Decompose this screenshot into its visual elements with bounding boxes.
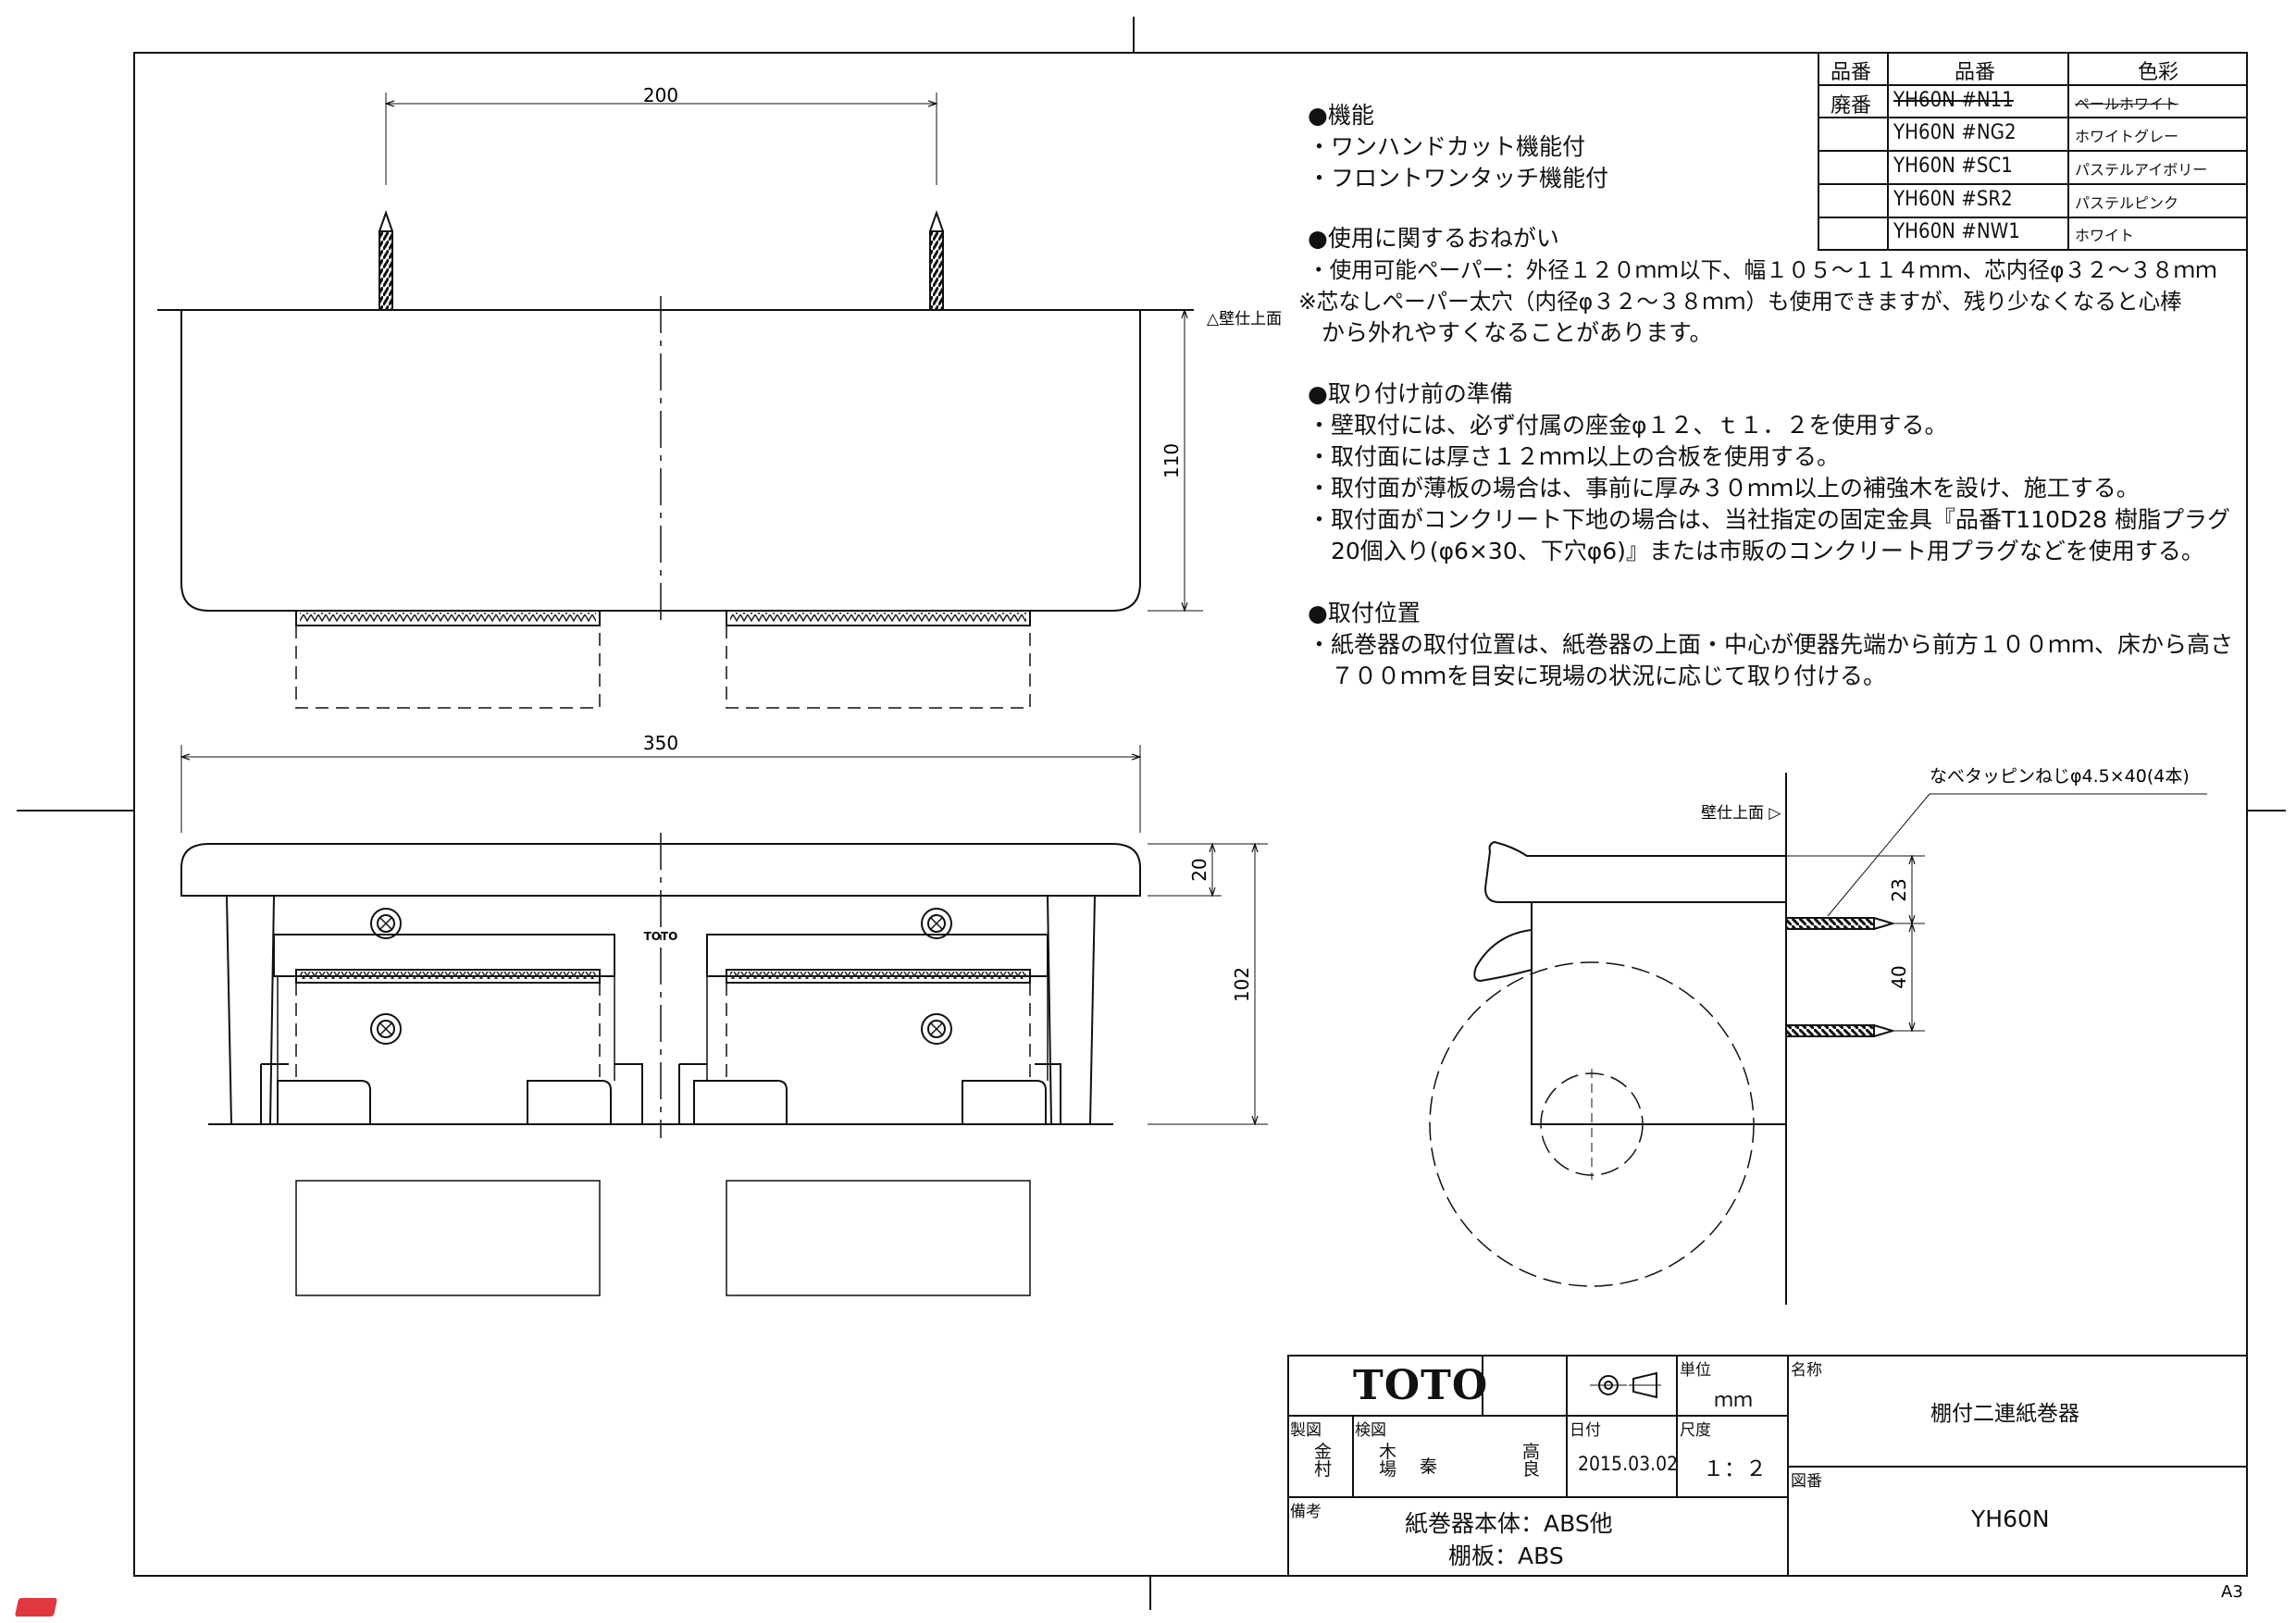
prep-item: 20個入り(φ6×30、下穴φ6)』または市販のコンクリート用プラグなどを使用す… <box>1308 538 2204 564</box>
brand-logo: TOTO <box>1353 1362 1489 1409</box>
unit-value: ｍｍ <box>1714 1389 1753 1411</box>
front-view <box>180 745 1268 1296</box>
table-header-status: 品番 <box>1831 61 1872 84</box>
features-title: ●機能 <box>1308 102 1374 129</box>
dim-side-40: 40 <box>1888 965 1910 988</box>
table-row-status: 廃番 <box>1831 94 1872 118</box>
product-name: 棚付二連紙巻器 <box>1930 1402 2079 1426</box>
dim-side-23: 23 <box>1888 878 1910 901</box>
prep-item: ・取付面がコンクリート下地の場合は、当社指定の固定金具『品番T110D28 樹脂… <box>1308 506 2231 533</box>
date-value: 2015.03.02 <box>1578 1453 1679 1475</box>
table-row-color: パステルピンク <box>2075 194 2179 212</box>
drawing-number: YH60N <box>1971 1505 2050 1532</box>
screw-head-icon <box>370 908 952 1045</box>
usage-item: ※芯なしペーパー太穴（内径φ３２～３８ｍｍ）も使用できますが、残り少なくなると心… <box>1298 289 2182 315</box>
dim-top-height: 110 <box>1160 443 1183 478</box>
table-row-code: YH60N #NW1 <box>1893 220 2020 243</box>
prep-item: ・取付面には厚さ１２ｍｍ以上の合板を使用する。 <box>1308 443 1841 470</box>
sheet-border <box>133 52 2248 1577</box>
feature-item: ・ワンハンドカット機能付 <box>1308 133 1586 160</box>
table-row-color: ホワイトグレー <box>2075 128 2179 145</box>
prep-item: ・取付面が薄板の場合は、事前に厚み３０ｍｍ以上の補強木を設け、施工する。 <box>1308 475 2140 502</box>
front-logo: TOTO <box>644 930 678 943</box>
prep-item: ・壁取付には、必ず付属の座金φ１２、ｔ１．２を使用する。 <box>1308 412 1948 439</box>
table-row-code: YH60N #SR2 <box>1893 188 2013 211</box>
screw-callout: なべタッピンねじφ4.5×40(4本) <box>1930 766 2190 787</box>
dim-top-width: 200 <box>643 84 678 106</box>
table-row-color: ペールホワイト <box>2075 95 2179 113</box>
unit-label: 単位 <box>1680 1361 1711 1380</box>
remarks-line: 紙巻器本体：ABS他 <box>1405 1510 1613 1537</box>
checked-by-2: 秦 <box>1420 1456 1438 1477</box>
checked-label: 検図 <box>1355 1421 1386 1440</box>
usage-item: から外れやすくなることがあります。 <box>1298 319 1713 346</box>
title-block-grid <box>1287 1355 2248 1577</box>
table-header-color: 色彩 <box>2138 61 2179 84</box>
drawing-number-label: 図番 <box>1791 1472 1822 1491</box>
dim-front-width: 350 <box>643 732 678 754</box>
prep-title: ●取り付け前の準備 <box>1308 380 1513 407</box>
drawn-label: 製図 <box>1290 1421 1322 1440</box>
wall-surface-label-top: △壁仕上面 <box>1207 310 1282 328</box>
corner-mark-icon <box>14 1598 58 1617</box>
color-table-grid <box>1818 52 2248 251</box>
date-label: 日付 <box>1570 1421 1601 1440</box>
table-header-code: 品番 <box>1955 61 1996 84</box>
table-row-code: YH60N #N11 <box>1893 89 2014 112</box>
side-view <box>1429 773 2207 1305</box>
scale-value: １：２ <box>1703 1457 1767 1481</box>
drawn-by: 金 村 <box>1314 1442 1333 1480</box>
checked-by-3: 高 良 <box>1522 1442 1541 1480</box>
position-item: ７００ｍｍを目安に現場の状況に応じて取り付ける。 <box>1308 663 1887 689</box>
table-row-code: YH60N #NG2 <box>1893 121 2017 144</box>
checked-by-1: 木 場 <box>1379 1442 1397 1480</box>
projection-symbol-icon <box>1590 1371 1661 1399</box>
top-view <box>157 93 1203 709</box>
usage-item: ・使用可能ペーパー：外径１２０ｍｍ以下、幅１０５～１１４ｍｍ、芯内径φ３２～３８… <box>1308 257 2217 283</box>
name-label: 名称 <box>1791 1361 1822 1380</box>
table-row-color: パステルアイボリー <box>2075 161 2208 179</box>
wall-surface-label-side: 壁仕上面 ▷ <box>1701 804 1781 823</box>
table-row-color: ホワイト <box>2075 227 2135 244</box>
remarks-line: 棚板：ABS <box>1448 1542 1564 1569</box>
dim-front-height: 102 <box>1231 967 1253 1002</box>
position-title: ●取付位置 <box>1308 600 1421 626</box>
feature-item: ・フロントワンタッチ機能付 <box>1308 165 1609 192</box>
position-item: ・紙巻器の取付位置は、紙巻器の上面・中心が便器先端から前方１００ｍｍ、床から高さ <box>1308 631 2234 658</box>
table-row-code: YH60N #SC1 <box>1893 155 2013 178</box>
usage-title: ●使用に関するおねがい <box>1308 225 1559 252</box>
sheet-size: A3 <box>2221 1582 2243 1602</box>
scale-label: 尺度 <box>1680 1421 1711 1440</box>
remarks-label: 備考 <box>1290 1503 1322 1521</box>
dim-front-shelf: 20 <box>1188 858 1210 881</box>
